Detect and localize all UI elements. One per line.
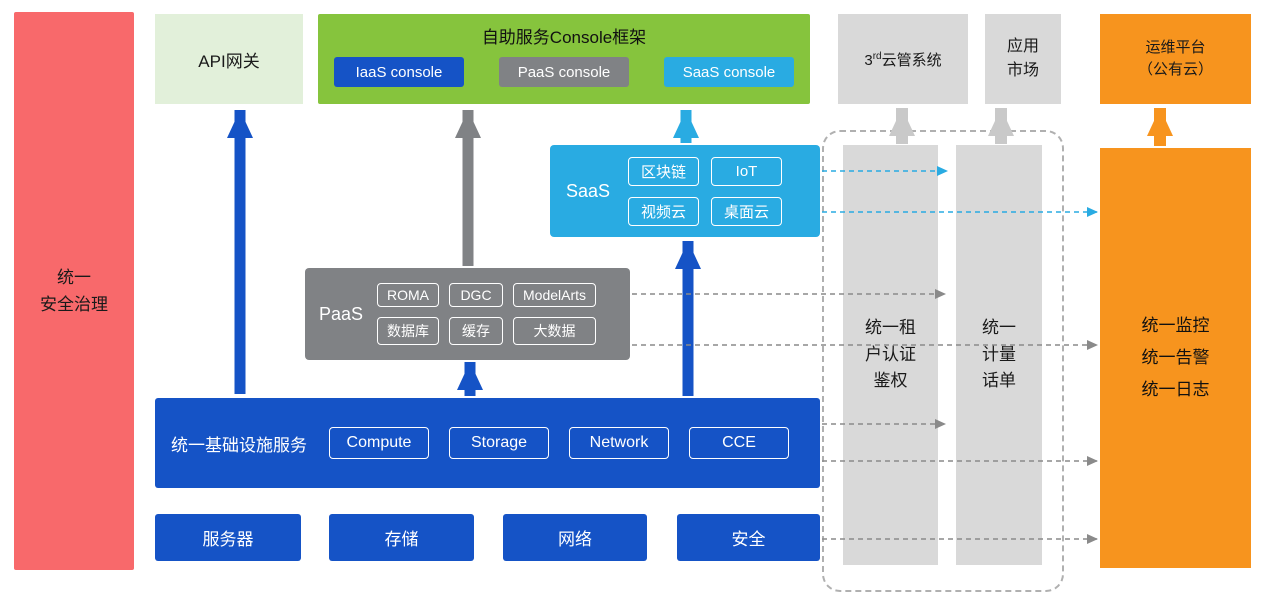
third-party-prefix: 3: [864, 51, 873, 69]
paas-chip-bigdata: 大数据: [513, 317, 597, 345]
om-platform-box: 运维平台 （公有云）: [1100, 14, 1251, 104]
paas-chip-roma: ROMA: [377, 283, 439, 307]
security-governance-bar: 统一 安全治理: [14, 12, 134, 570]
third-party-suffix: 云管系统: [881, 51, 942, 69]
paas-console-button: PaaS console: [499, 57, 629, 87]
iaas-chip-compute: Compute: [329, 427, 429, 459]
paas-chip-modelarts: ModelArts: [513, 283, 597, 307]
paas-chip-grid: ROMA DGC ModelArts 数据库 缓存 大数据: [377, 283, 597, 345]
console-buttons-row: IaaS console PaaS console SaaS console: [318, 57, 810, 87]
resource-box-server: 服务器: [155, 514, 301, 561]
api-gateway-box: API网关: [155, 14, 303, 104]
saas-console-button: SaaS console: [664, 57, 794, 87]
monitoring-bar: 统一监控 统一告警 统一日志: [1100, 148, 1251, 568]
console-framework-title: 自助服务Console框架: [481, 28, 647, 47]
paas-chip-database: 数据库: [377, 317, 439, 345]
infrastructure-band: 统一基础设施服务 Compute Storage Network CCE: [155, 398, 820, 488]
iaas-chip-cce: CCE: [689, 427, 789, 459]
infrastructure-chip-row: Compute Storage Network CCE: [329, 427, 789, 459]
paas-chip-dgc: DGC: [449, 283, 503, 307]
paas-label: PaaS: [319, 303, 364, 324]
metering-bar: 统一 计量 话单: [956, 145, 1042, 565]
paas-band: PaaS ROMA DGC ModelArts 数据库 缓存 大数据: [305, 268, 630, 360]
saas-chip-video-cloud: 视频云: [628, 196, 700, 226]
saas-chip-blockchain: 区块链: [628, 156, 700, 186]
console-framework-box: 自助服务Console框架 IaaS console PaaS console …: [318, 14, 810, 104]
saas-chip-iot: IoT: [711, 156, 783, 186]
saas-band: SaaS 区块链 IoT 视频云 桌面云: [550, 145, 820, 237]
shared-services-dashed-container: [822, 130, 1064, 592]
third-party-label: 3rd云管系统: [864, 49, 941, 70]
resource-box-network: 网络: [503, 514, 647, 561]
tenant-auth-bar: 统一租 户认证 鉴权: [843, 145, 938, 565]
saas-chip-grid: 区块链 IoT 视频云 桌面云: [628, 156, 783, 226]
third-party-cloud-mgmt-box: 3rd云管系统: [838, 14, 968, 104]
saas-chip-desktop-cloud: 桌面云: [711, 196, 783, 226]
resource-box-security: 安全: [677, 514, 820, 561]
iaas-chip-storage: Storage: [449, 427, 549, 459]
iaas-chip-network: Network: [569, 427, 669, 459]
iaas-console-button: IaaS console: [334, 57, 464, 87]
saas-label: SaaS: [566, 180, 611, 201]
infrastructure-label: 统一基础设施服务: [171, 435, 307, 455]
app-market-box: 应用 市场: [985, 14, 1061, 104]
third-party-superscript: rd: [872, 50, 882, 62]
paas-chip-cache: 缓存: [449, 317, 503, 345]
resource-box-storage: 存储: [329, 514, 474, 561]
